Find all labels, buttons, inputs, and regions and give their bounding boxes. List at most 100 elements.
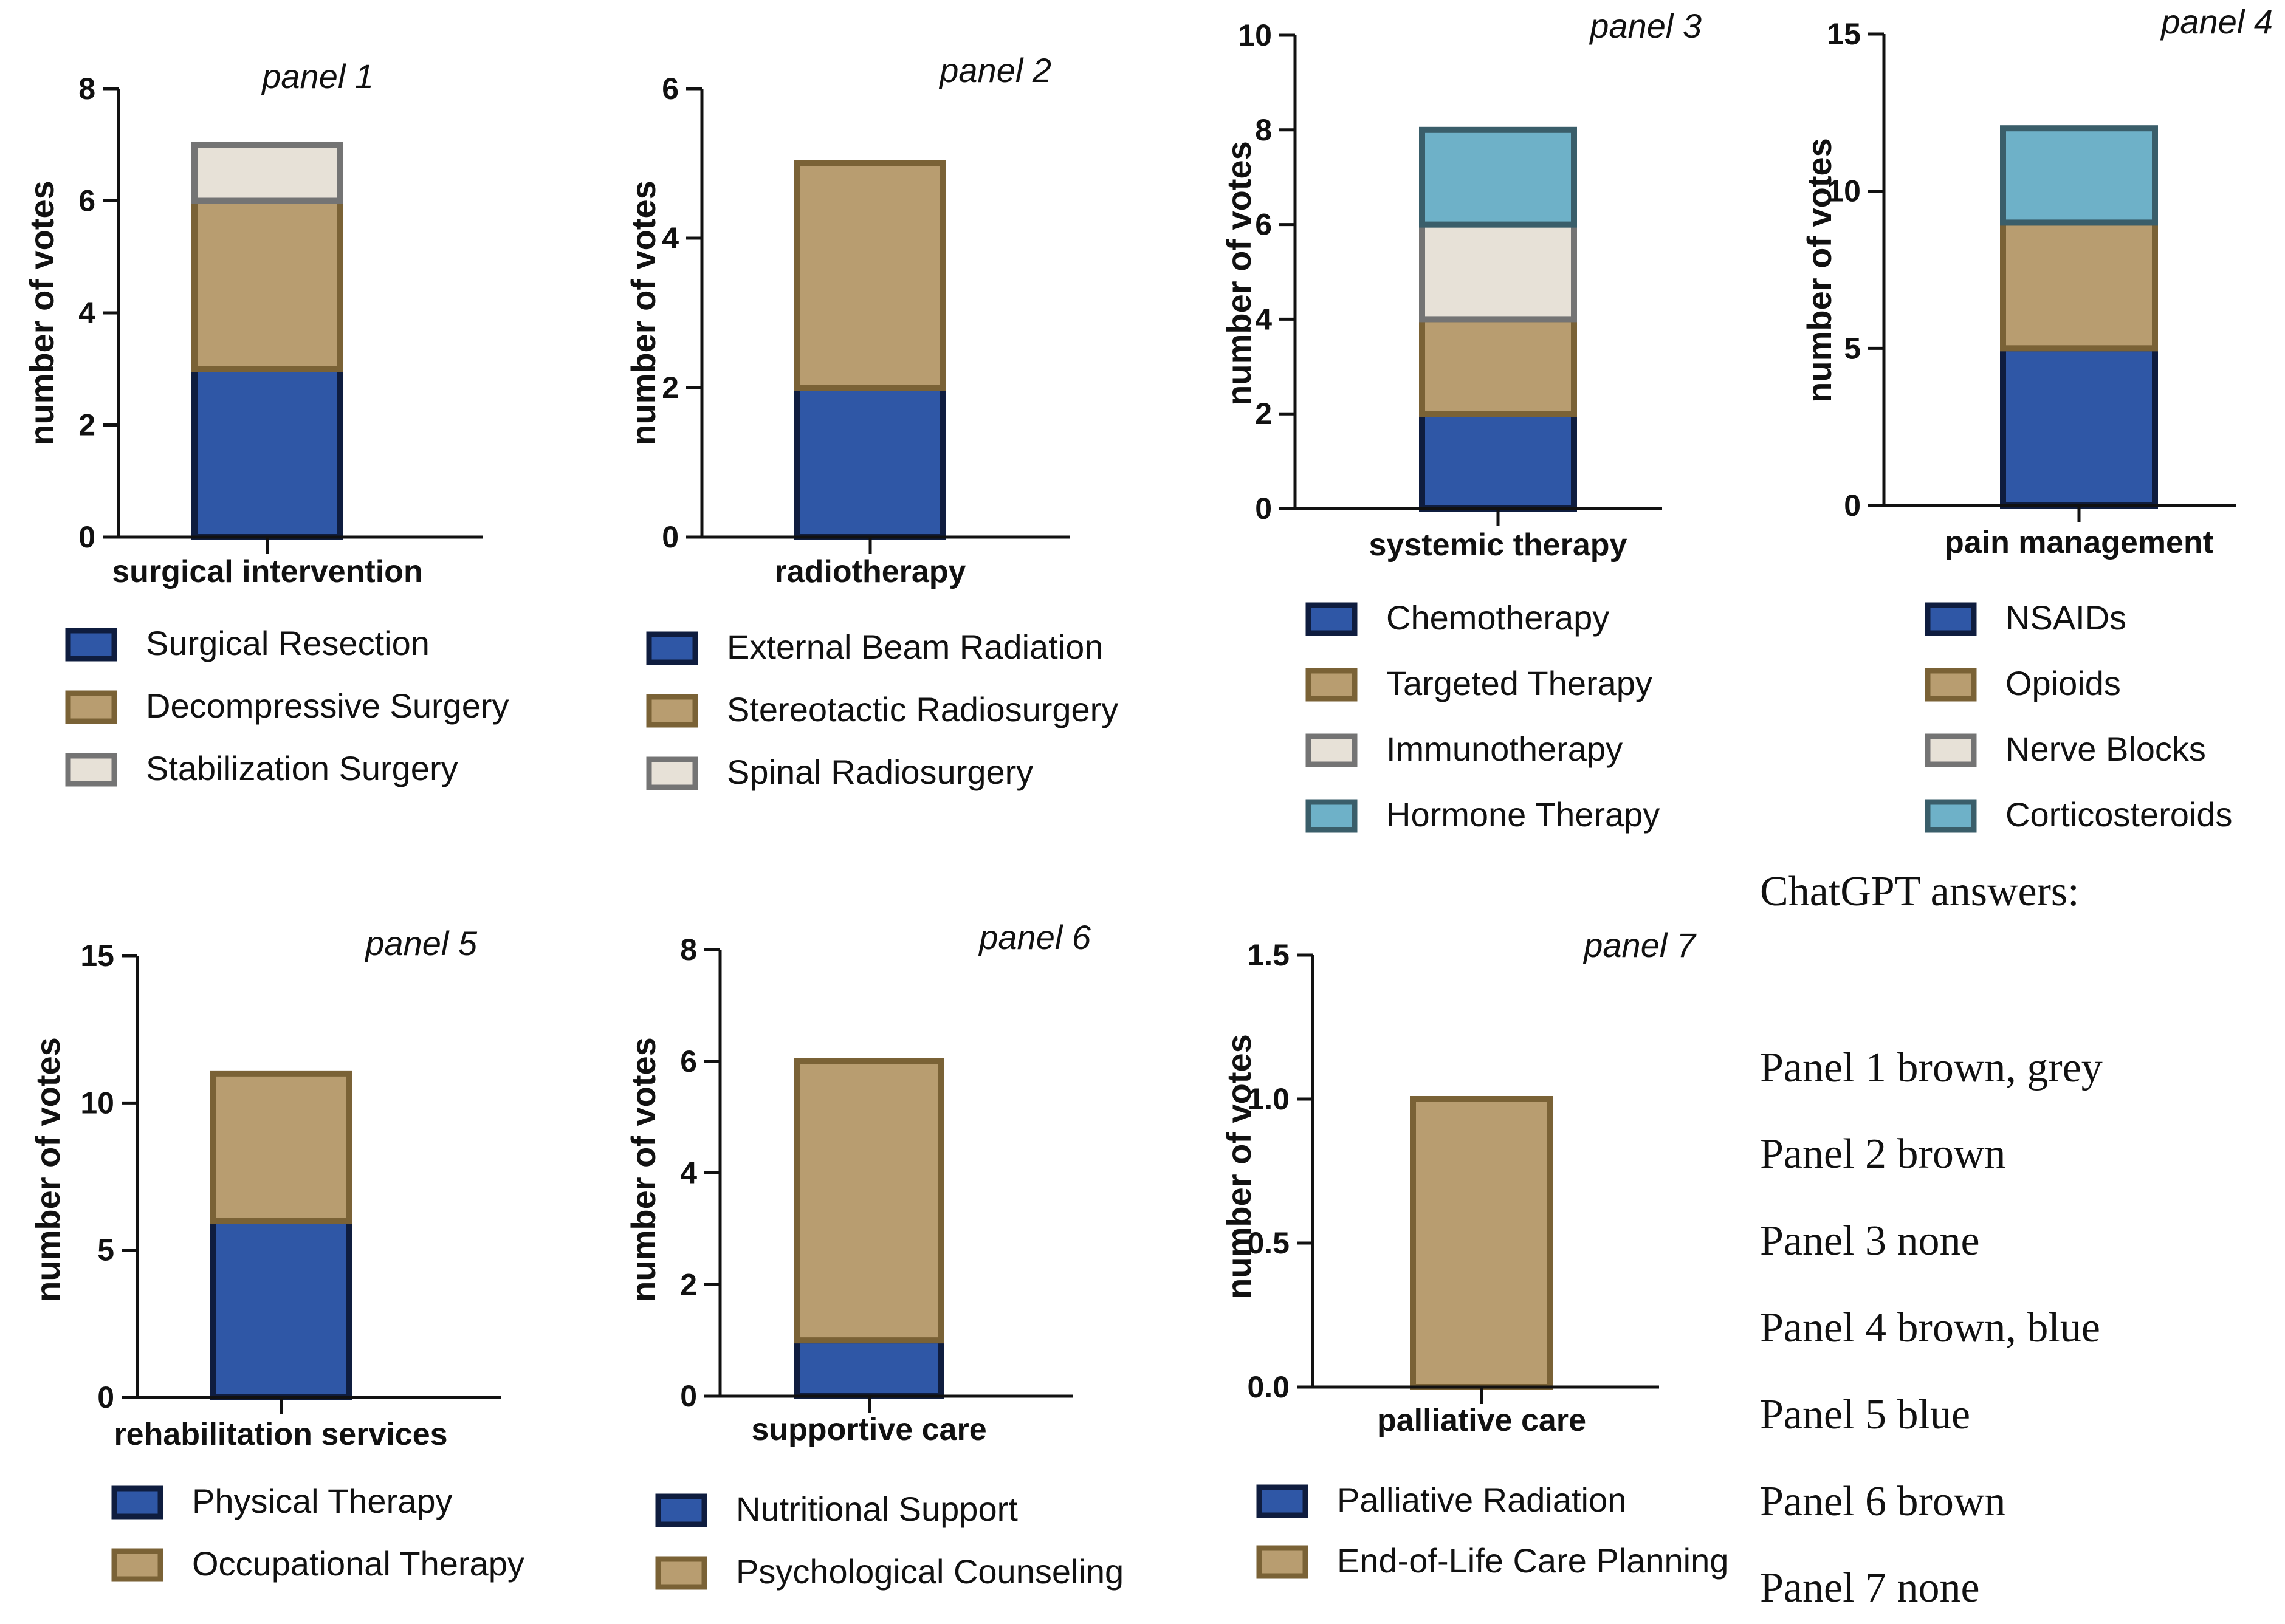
panel-3-bar-immunotherapy — [1419, 221, 1577, 323]
panel-3-y-tick-label: 0 — [1255, 492, 1272, 526]
panel-6-category-label: supportive care — [751, 1412, 986, 1447]
panel-3-legend-label: Hormone Therapy — [1386, 795, 1660, 834]
panel-1-legend-label: Decompressive Surgery — [146, 687, 509, 725]
panel-5-y-tick-label: 15 — [80, 939, 114, 973]
panel-3-y-tick-label: 6 — [1255, 208, 1272, 242]
panel-2-y-tick-label: 0 — [662, 520, 679, 554]
answer-line-3: Panel 3 none — [1760, 1218, 1980, 1264]
panel-2-legend-label: Spinal Radiosurgery — [727, 753, 1033, 791]
panel-4-y-tick-label: 10 — [1827, 174, 1861, 208]
panel-1-y-tick-label: 6 — [78, 184, 95, 218]
panel-7-legend-label: End-of-Life Care Planning — [1337, 1541, 1728, 1580]
panel-7-label: panel 7 — [1582, 926, 1697, 964]
panel-4-y-tick-label: 5 — [1844, 331, 1861, 365]
panel-1-bar-surgical-resection — [191, 366, 343, 540]
panel-3-y-tick-label: 8 — [1255, 113, 1272, 147]
panel-5-y-tick-label: 0 — [97, 1380, 114, 1414]
panel-5-label: panel 5 — [364, 924, 478, 962]
panel-6-legend-swatch — [655, 1493, 707, 1527]
panel-5-bar-occupational-therapy — [210, 1070, 352, 1224]
panel-4-legend-label: Corticosteroids — [2005, 795, 2232, 834]
panel-7-y-tick-label: 0.5 — [1247, 1226, 1290, 1260]
answers-title: ChatGPT answers: — [1760, 868, 2080, 915]
panel-4-category-label: pain management — [1945, 525, 2213, 560]
panel-5-legend-label: Occupational Therapy — [192, 1544, 524, 1583]
panel-3-y-tick-label: 2 — [1255, 397, 1272, 431]
panel-2-y-axis-label: number of votes — [624, 180, 662, 445]
panel-3-legend-label: Immunotherapy — [1386, 730, 1623, 768]
panel-4-legend-swatch — [1925, 799, 1977, 833]
panel-3-bar-targeted-therapy — [1419, 316, 1577, 417]
panel-1-legend-swatch — [65, 753, 117, 787]
panel-3-bar-hormone-therapy — [1419, 126, 1577, 228]
panel-1-y-tick-label: 2 — [78, 408, 95, 442]
panel-6-legend-label: Psychological Counseling — [736, 1552, 1124, 1591]
panel-5-bar-physical-therapy — [210, 1218, 352, 1400]
panel-1-legend-label: Stabilization Surgery — [146, 749, 458, 787]
panel-4-legend-swatch — [1925, 668, 1977, 702]
panel-4-bar-corticosteroids — [2000, 125, 2158, 226]
panel-3-label: panel 3 — [1589, 7, 1702, 45]
panel-4-y-tick-label: 15 — [1827, 17, 1861, 51]
panel-7-y-tick-label: 1.5 — [1247, 938, 1290, 972]
panel-4-y-axis-label: number of votes — [1800, 138, 1838, 403]
panel-2-category-label: radiotherapy — [775, 554, 966, 589]
panel-2-legend-swatch — [646, 694, 698, 728]
panel-3-legend-swatch — [1305, 799, 1358, 833]
panel-1-y-axis-label: number of votes — [22, 180, 61, 445]
panel-1-y-tick-label: 4 — [78, 296, 95, 330]
panel-7-y-axis-label: number of votes — [1220, 1034, 1258, 1299]
panel-7-y-tick-label: 1.0 — [1247, 1082, 1290, 1116]
panel-2-legend-swatch — [646, 756, 698, 790]
panel-1-bar-stabilization-surgery — [191, 142, 343, 204]
panel-4-legend-label: Nerve Blocks — [2005, 730, 2206, 768]
panel-4-y-tick-label: 0 — [1844, 488, 1861, 522]
panel-1-category-label: surgical intervention — [112, 554, 422, 589]
panel-2-y-tick-label: 2 — [662, 371, 679, 405]
panel-2-y-tick-label: 4 — [662, 221, 679, 255]
panel-6-y-tick-label: 6 — [680, 1044, 697, 1078]
panel-4-bar-nsaids — [2000, 345, 2158, 509]
panel-4-legend-label: Opioids — [2005, 664, 2121, 702]
panel-7-bar-end-of-life-care-planning — [1410, 1096, 1553, 1390]
panel-6-y-tick-label: 8 — [680, 933, 697, 967]
panel-3-legend-swatch — [1305, 602, 1358, 636]
panel-3-legend-label: Chemotherapy — [1386, 598, 1609, 637]
panel-2-legend-swatch — [646, 631, 698, 665]
answer-line-7: Panel 7 none — [1760, 1564, 1980, 1611]
panel-5-y-tick-label: 5 — [97, 1233, 114, 1267]
panel-6-bar-psychological-counseling — [794, 1058, 944, 1344]
panel-1-legend-swatch — [65, 690, 117, 724]
panel-4-legend-swatch — [1925, 733, 1977, 767]
answer-line-6: Panel 6 brown — [1760, 1478, 2006, 1525]
panel-3-legend-label: Targeted Therapy — [1386, 664, 1652, 702]
panel-3-legend-swatch — [1305, 733, 1358, 767]
panel-2-bar-stereotactic-radiosurgery — [794, 160, 946, 391]
panel-3-y-axis-label: number of votes — [1220, 141, 1258, 406]
panel-2-y-tick-label: 6 — [662, 72, 679, 106]
panel-6-y-tick-label: 2 — [680, 1267, 697, 1301]
panel-6-legend-swatch — [655, 1556, 707, 1590]
panel-7-y-tick-label: 0.0 — [1247, 1370, 1290, 1404]
panel-1-bar-decompressive-surgery — [191, 197, 343, 372]
answer-line-2: Panel 2 brown — [1760, 1131, 2006, 1177]
panel-4-label: panel 4 — [2160, 2, 2273, 41]
panel-6-legend-label: Nutritional Support — [736, 1490, 1018, 1528]
panel-3-bar-chemotherapy — [1419, 411, 1577, 512]
panel-6-bar-nutritional-support — [794, 1337, 944, 1399]
panel-5-legend-swatch — [111, 1548, 163, 1582]
panel-2-legend-label: Stereotactic Radiosurgery — [727, 690, 1118, 728]
panel-3-y-tick-label: 4 — [1255, 302, 1272, 336]
panel-5-legend-label: Physical Therapy — [192, 1482, 453, 1520]
panel-4-legend-swatch — [1925, 602, 1977, 636]
panel-7-legend-swatch — [1256, 1545, 1308, 1579]
panel-6-y-axis-label: number of votes — [624, 1037, 662, 1302]
panel-5-category-label: rehabilitation services — [114, 1417, 447, 1452]
panel-3-y-tick-label: 10 — [1238, 18, 1272, 52]
answer-line-1: Panel 1 brown, grey — [1760, 1044, 2103, 1091]
panel-5-legend-swatch — [111, 1485, 163, 1520]
panel-6-label: panel 6 — [978, 918, 1091, 956]
panel-4-legend-label: NSAIDs — [2005, 598, 2126, 637]
